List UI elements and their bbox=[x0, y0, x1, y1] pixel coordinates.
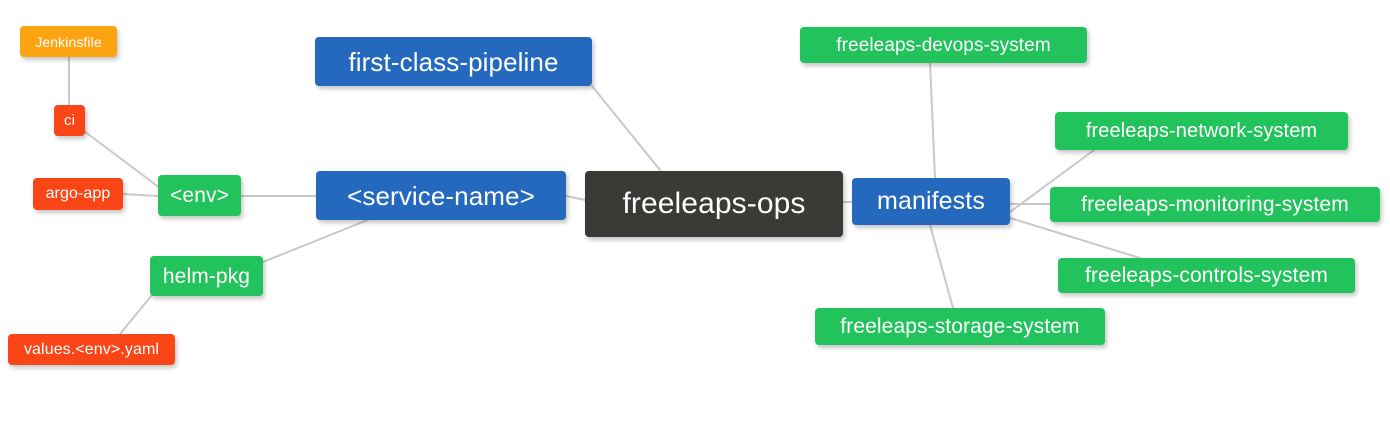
node-jenkinsfile[interactable]: Jenkinsfile bbox=[20, 26, 117, 57]
edge-env-to-argoapp bbox=[122, 193, 159, 197]
node-valuesyaml[interactable]: values.<env>.yaml bbox=[8, 334, 175, 365]
node-network[interactable]: freeleaps-network-system bbox=[1055, 112, 1348, 150]
node-storage[interactable]: freeleaps-storage-system bbox=[815, 308, 1105, 345]
node-pipeline[interactable]: first-class-pipeline bbox=[315, 37, 592, 86]
node-ci[interactable]: ci bbox=[54, 105, 85, 136]
node-service[interactable]: <service-name> bbox=[316, 171, 566, 220]
node-helmpkg[interactable]: helm-pkg bbox=[150, 256, 263, 296]
edge-helmpkg-to-valuesyaml bbox=[119, 294, 153, 335]
edge-manifests-to-controls bbox=[1009, 217, 1141, 259]
node-env[interactable]: <env> bbox=[158, 175, 241, 216]
node-manifests[interactable]: manifests bbox=[852, 178, 1010, 225]
edge-manifests-to-storage bbox=[929, 224, 954, 309]
node-argoapp[interactable]: argo-app bbox=[33, 178, 123, 210]
node-monitoring[interactable]: freeleaps-monitoring-system bbox=[1050, 187, 1380, 222]
edge-root-to-service bbox=[565, 195, 586, 201]
node-devops[interactable]: freeleaps-devops-system bbox=[800, 27, 1087, 63]
node-root[interactable]: freeleaps-ops bbox=[585, 171, 843, 237]
edge-root-to-pipeline bbox=[591, 85, 661, 171]
edge-manifests-to-devops bbox=[929, 61, 936, 179]
edge-service-to-helmpkg bbox=[262, 218, 371, 263]
node-controls[interactable]: freeleaps-controls-system bbox=[1058, 258, 1355, 293]
